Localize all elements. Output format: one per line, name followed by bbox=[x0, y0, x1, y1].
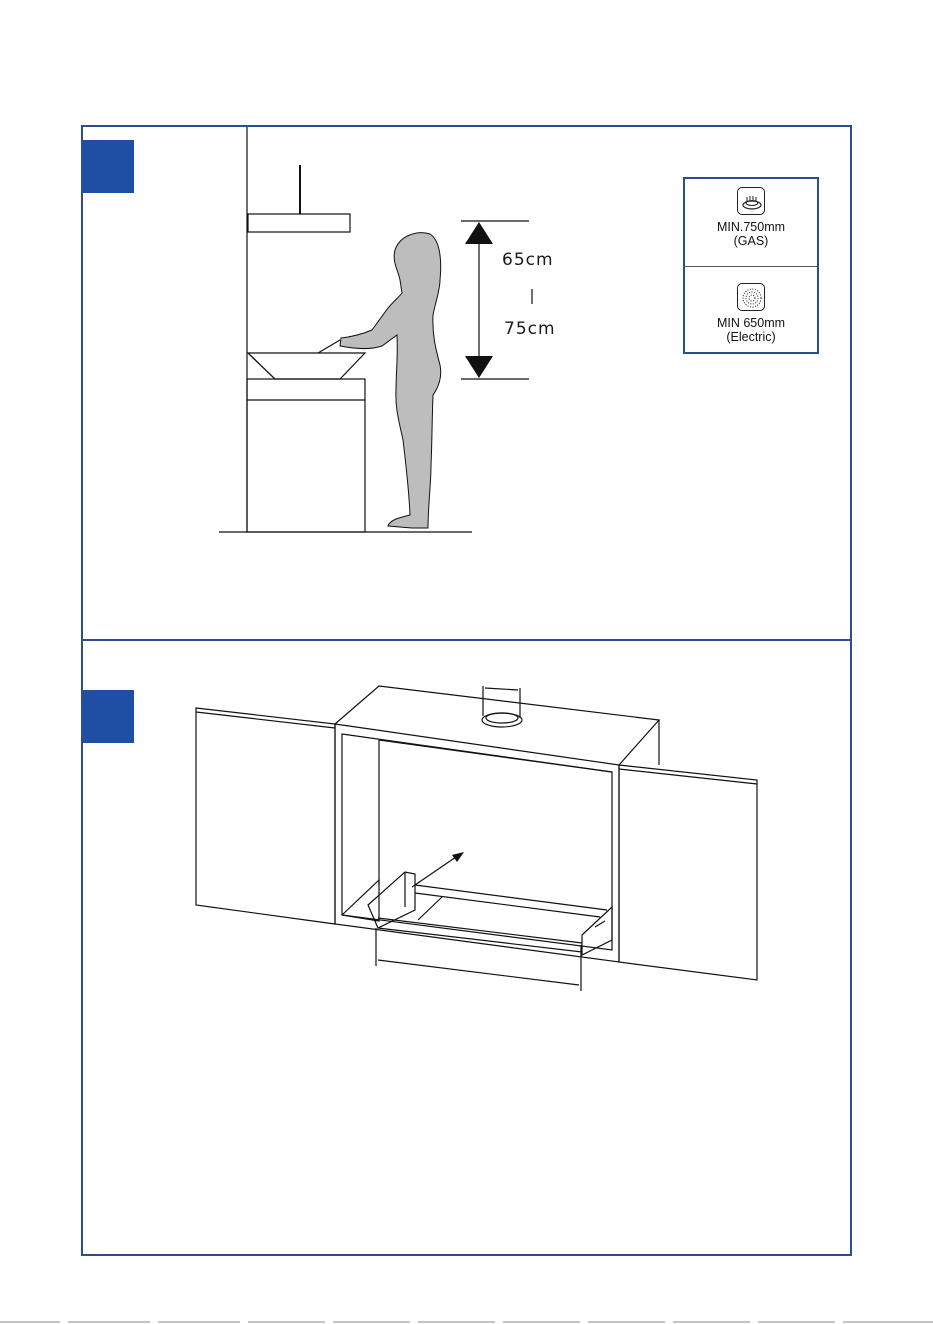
gas-clearance: MIN.750mm (GAS) bbox=[685, 187, 817, 248]
electric-min-label: MIN 650mm bbox=[685, 316, 817, 330]
arrow-down-icon bbox=[465, 356, 493, 378]
electric-type-label: (Electric) bbox=[685, 330, 817, 344]
dimension-75cm: 75cm bbox=[504, 319, 556, 339]
box-divider bbox=[685, 266, 817, 267]
electric-plate-icon bbox=[737, 283, 765, 311]
arrow-up-icon bbox=[465, 222, 493, 244]
height-dimension bbox=[461, 221, 532, 379]
crop-marks bbox=[0, 1320, 933, 1324]
gas-burner-icon bbox=[737, 187, 765, 215]
kitchen-side-view bbox=[219, 127, 472, 532]
dimension-65cm: 65cm bbox=[502, 250, 554, 270]
gas-type-label: (GAS) bbox=[685, 234, 817, 248]
person-silhouette bbox=[340, 233, 441, 528]
gas-min-label: MIN.750mm bbox=[685, 220, 817, 234]
hob-clearance-box: MIN.750mm (GAS) MIN 650mm (Electric) bbox=[683, 177, 819, 354]
electric-clearance: MIN 650mm (Electric) bbox=[685, 283, 817, 344]
cabinet-perspective bbox=[196, 686, 757, 991]
arrow-icon bbox=[452, 852, 464, 862]
